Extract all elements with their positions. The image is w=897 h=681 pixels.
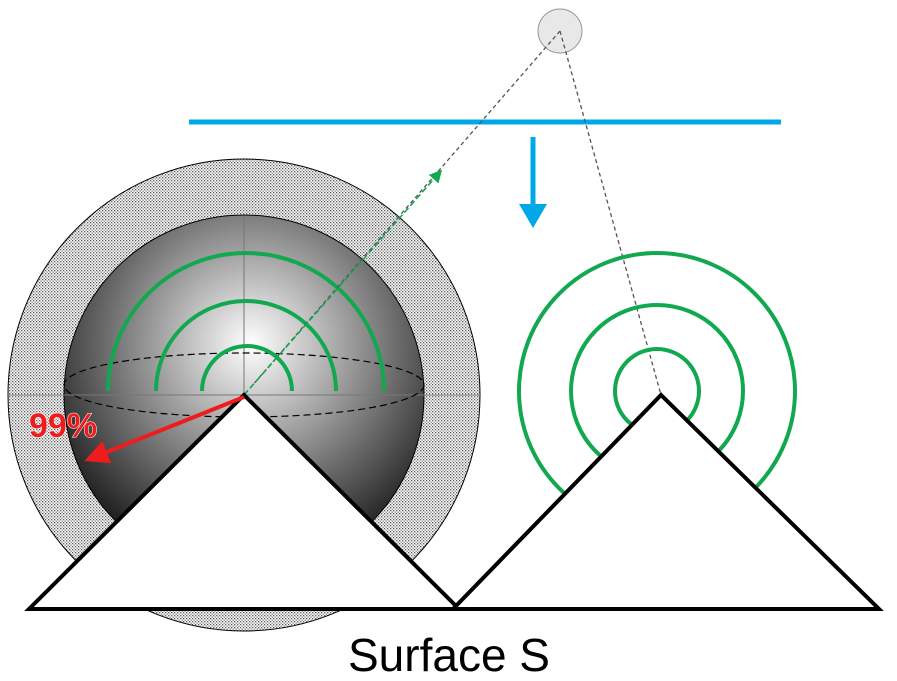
guide-line-left <box>243 30 561 396</box>
left-wavefront-medium <box>154 299 338 392</box>
scattered-ray-arrow <box>243 169 443 396</box>
arrow-down-icon <box>519 137 547 228</box>
left-surface-triangle <box>24 392 464 611</box>
left-wavefront-large <box>106 251 386 392</box>
surface-caption: Surface S <box>348 629 550 681</box>
percentage-label: 99% <box>29 407 97 445</box>
specular-arrow <box>84 395 245 464</box>
right-surface-triangle <box>448 392 884 611</box>
guide-line-right <box>559 30 662 396</box>
left-wavefront-small <box>200 344 294 392</box>
left-wavefronts <box>106 251 386 392</box>
